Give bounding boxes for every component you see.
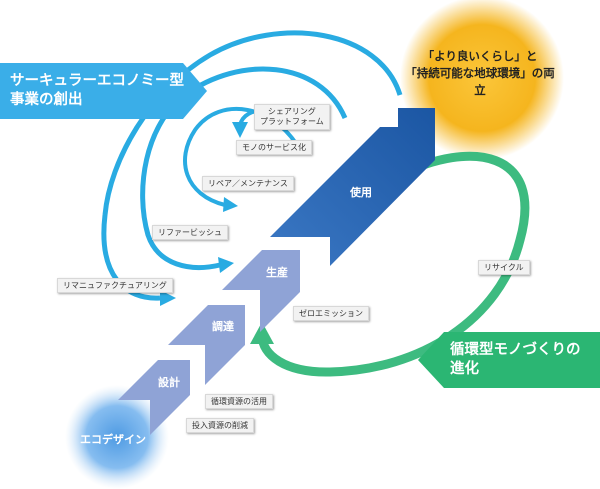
innermost-loop-arrowhead <box>232 122 248 138</box>
banner-manufacturing-line1: 循環型モノづくりの <box>450 342 581 358</box>
middle-loop-arrowhead <box>218 257 234 273</box>
label-sharing-line1: シェアリング <box>267 107 316 116</box>
step-design <box>118 360 190 435</box>
eco-design-circle <box>65 385 169 489</box>
step-procurement <box>168 305 245 385</box>
goal-line1: 「より良いくらし」と <box>422 49 538 63</box>
label-remanufacturing: リマニュファクチュアリング <box>57 278 173 293</box>
banner-manufacturing-line2: 進化 <box>450 361 479 377</box>
banner-circular-economy <box>0 63 207 119</box>
label-sharing-platform: シェアリング プラットフォーム <box>254 104 330 130</box>
label-refurbish: リファービッシュ <box>152 225 228 240</box>
banner-circular-text: サーキュラーエコノミー型 事業の創出 <box>10 72 184 110</box>
banner-circular-line1: サーキュラーエコノミー型 <box>10 73 184 89</box>
step-use-label: 使用 <box>350 186 372 199</box>
label-product-as-service: モノのサービス化 <box>236 140 312 155</box>
goal-line2: 「持続可能な地球環境」の両立 <box>405 66 555 97</box>
banner-circular-line2: 事業の創出 <box>10 92 83 108</box>
inner-loop-arrowhead <box>223 197 238 212</box>
label-recycled-resources: 循環資源の活用 <box>205 394 273 409</box>
label-repair-maintenance: リペア／メンテナンス <box>202 176 294 191</box>
step-production-label: 生産 <box>266 266 288 279</box>
outer-loop-arrowhead <box>160 290 176 306</box>
label-recycle: リサイクル <box>478 260 530 275</box>
step-design-label: 設計 <box>158 376 180 389</box>
banner-manufacturing-text: 循環型モノづくりの 進化 <box>450 341 581 379</box>
recycle-loop <box>257 151 530 377</box>
banner-manufacturing <box>418 332 600 388</box>
recycle-loop-arrowhead <box>250 322 274 344</box>
goal-text: 「より良いくらし」と 「持続可能な地球環境」の両立 <box>400 48 560 99</box>
goal-sun <box>400 0 564 160</box>
eco-design-label: エコデザイン <box>80 433 146 446</box>
label-input-reduction: 投入資源の削減 <box>186 418 254 433</box>
label-sharing-line2: プラットフォーム <box>260 117 324 126</box>
step-procurement-label: 調達 <box>212 320 234 333</box>
middle-loop <box>140 66 348 270</box>
step-production <box>222 250 300 332</box>
step-use <box>270 108 435 266</box>
label-zero-emission: ゼロエミッション <box>293 306 369 321</box>
